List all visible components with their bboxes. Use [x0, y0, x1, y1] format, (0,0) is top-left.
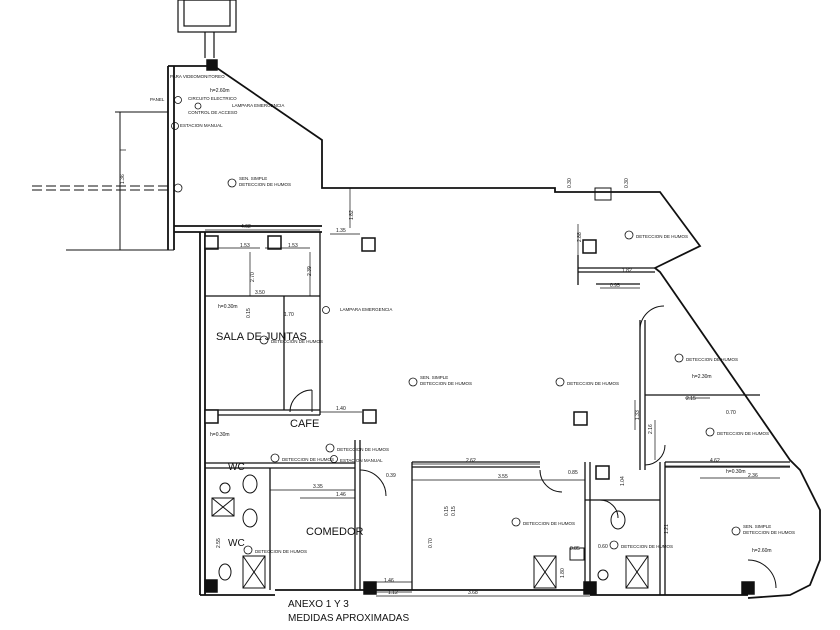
dimension-text: 0.60	[598, 544, 608, 550]
detector-label: DETECCION DE HUMOS	[743, 530, 795, 535]
dimension-text: 2.70	[250, 272, 256, 282]
room-label-wc2: WC	[228, 538, 245, 549]
dimension-text: 1.33	[635, 410, 641, 420]
estacion-label-cafe: ESTACION MANUAL	[340, 458, 383, 463]
outer-walls	[167, 65, 821, 599]
dimension-text: 3.55	[498, 474, 508, 480]
dimension-text: 2.15	[686, 396, 696, 402]
title-block: ANEXO 1 Y 3 MEDIDAS APROXIMADAS	[288, 598, 409, 626]
structural-columns	[204, 59, 755, 595]
interior-walls	[205, 232, 790, 595]
dimension-text: 1.40	[336, 406, 346, 412]
dimension-text: 1.80	[560, 568, 566, 578]
dimension-text: 2.55	[216, 538, 222, 548]
dimension-text: 2.36	[748, 473, 758, 479]
dimension-text: 3.50	[255, 290, 265, 296]
detector-label: DETECCION DE HUMOS	[239, 182, 291, 187]
detector-label: DETECCION DE HUMOS	[282, 457, 334, 462]
top-stair-block	[177, 0, 237, 58]
dimension-text: 0.15	[444, 506, 450, 516]
door-swings	[289, 305, 777, 589]
dimension-text: 2.88	[577, 232, 583, 242]
dimension-text: 1.82	[622, 268, 632, 274]
detector-label: DETECCION DE HUMOS	[523, 521, 575, 526]
dimension-text: 0.15	[451, 506, 457, 516]
dimension-text: h=2.60m	[210, 88, 230, 94]
dimension-text: 2.62	[466, 458, 476, 464]
dimension-text: 0.15	[246, 308, 252, 318]
dimension-text: 1.70	[284, 312, 294, 318]
dimension-text: 0.85	[570, 546, 580, 552]
vertical-dimension-texts: 2.70 2.39 1.82 2.88 1.33 2.16 1.04 0.30 …	[120, 174, 670, 578]
dimension-texts: 4.62 1.53 1.53 1.35 3.50 1.70 1.40 2.62 …	[120, 88, 772, 596]
device-labels: PARA VIDEOMONITOREO PANEL CIRCUITO ELECT…	[150, 74, 392, 463]
dimension-text: h=0.30m	[726, 469, 746, 475]
dimension-text: h=2.60m	[752, 548, 772, 554]
left-extension	[32, 111, 174, 251]
dimension-text: 4.62	[241, 224, 251, 230]
dimension-text: 0.70	[428, 538, 434, 548]
detector-label: DETECCION DE HUMOS	[686, 357, 738, 362]
dimension-text: 1.46	[336, 492, 346, 498]
smoke-detectors: DETECCION DE HUMOS DETECCION DE HUMOS DE…	[227, 176, 795, 555]
dimension-text: 1.21	[664, 524, 670, 534]
detector-label: DETECCION DE HUMOS	[337, 447, 389, 452]
fixtures	[211, 187, 649, 589]
detector-label: DETECCION DE HUMOS	[420, 381, 472, 386]
detector-prefix: SEN. SIMPLE	[420, 375, 448, 380]
dimension-text: h=0.30m	[210, 432, 230, 438]
dimension-text: h=2.30m	[692, 374, 712, 380]
detector-prefix: SEN. SIMPLE	[239, 176, 267, 181]
dimension-text: 1.53	[240, 243, 250, 249]
dimension-text: 1.12	[388, 590, 398, 596]
videomonitoreo-label: PARA VIDEOMONITOREO	[170, 74, 225, 79]
title-line-annex: ANEXO 1 Y 3	[288, 599, 349, 610]
dimension-text: 1.53	[288, 243, 298, 249]
dimension-text: h=0.30m	[218, 304, 238, 310]
device-icon	[171, 96, 338, 463]
dimension-text: 0.30	[567, 178, 573, 188]
detector-label: DETECCION DE HUMOS	[255, 549, 307, 554]
dimension-text: 0.70	[726, 410, 736, 416]
dimension-text: 3.35	[313, 484, 323, 490]
panel-label: PANEL	[150, 97, 165, 102]
control-acceso-label: CONTROL DE ACCESO	[188, 110, 238, 115]
dimension-text: 1.35	[336, 228, 346, 234]
detector-icon	[227, 178, 741, 555]
room-label-comedor: COMEDOR	[306, 526, 364, 538]
dimension-text: 3.68	[468, 590, 478, 596]
dimension-text: 2.39	[307, 266, 313, 276]
dimension-text: 2.16	[648, 424, 654, 434]
detector-label: DETECCION DE HUMOS	[271, 339, 323, 344]
room-label-wc1: WC	[228, 462, 245, 473]
circuito-label: CIRCUITO ELECTRICO	[188, 96, 237, 101]
title-line-measures: MEDIDAS APROXIMADAS	[288, 613, 410, 624]
dimension-text: 0.30	[624, 178, 630, 188]
dimension-text: 1.04	[620, 476, 626, 486]
lampara-label: LAMPARA EMERGENCIA	[232, 103, 284, 108]
estacion-label: ESTACION MANUAL	[180, 123, 223, 128]
dimension-text: 4.62	[710, 458, 720, 464]
lampara-sala-label: LAMPARA EMERGENCIA	[340, 307, 392, 312]
dimension-text: 1.82	[349, 210, 355, 220]
dimension-text: 1.46	[384, 578, 394, 584]
room-label-cafe: CAFE	[290, 418, 319, 430]
dimension-text: 0.39	[386, 473, 396, 479]
detector-label: DETECCION DE HUMOS	[636, 234, 688, 239]
detector-label: DETECCION DE HUMOS	[717, 431, 769, 436]
detector-label: DETECCION DE HUMOS	[621, 544, 673, 549]
dimension-text: 0.95	[610, 283, 620, 289]
detector-prefix: SEN. SIMPLE	[743, 524, 771, 529]
dimension-text: 0.85	[568, 470, 578, 476]
detector-label: DETECCION DE HUMOS	[567, 381, 619, 386]
dimension-text: 1.36	[120, 174, 126, 184]
dimension-lines	[120, 149, 790, 597]
